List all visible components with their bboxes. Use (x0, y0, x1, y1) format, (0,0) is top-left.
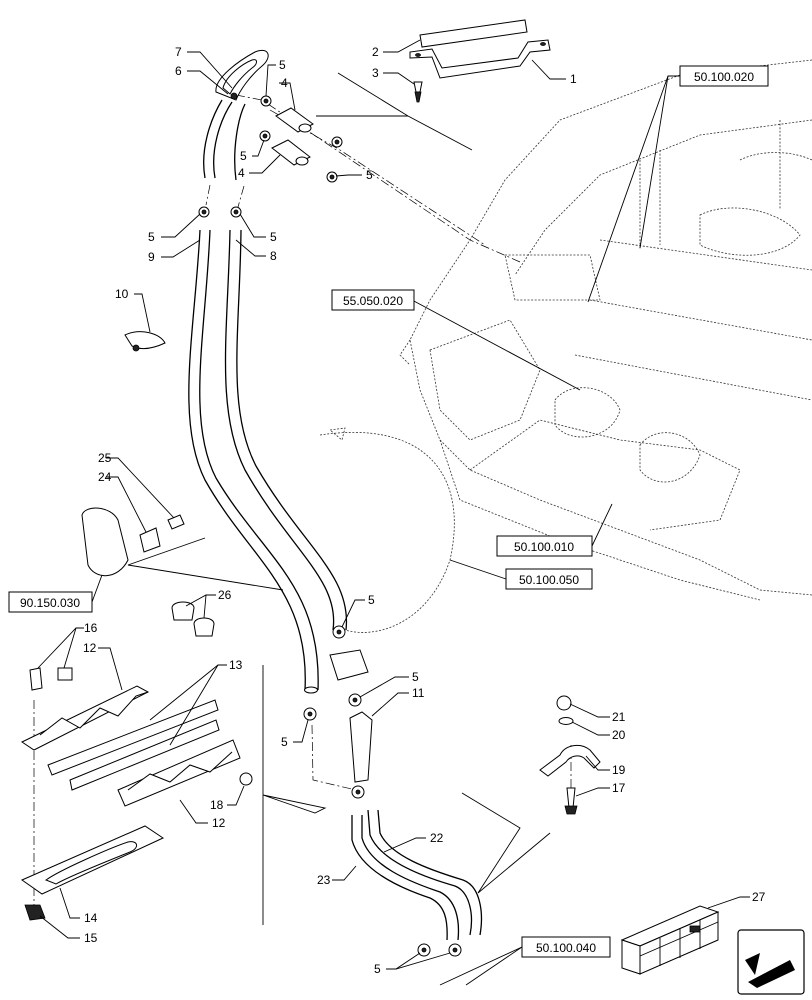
small-parts-left (81, 331, 185, 577)
long-hoses (188, 99, 348, 694)
next-page-arrow-icon[interactable] (737, 929, 805, 995)
clamp-icon (326, 171, 338, 183)
svg-text:50.100.010: 50.100.010 (514, 540, 574, 554)
strap-bracket-parts (539, 695, 601, 815)
callout-6: 6 (175, 64, 182, 78)
callout-5: 5 (412, 670, 419, 684)
svg-text:50.100.040: 50.100.040 (536, 941, 596, 955)
clamp-icon (348, 693, 362, 707)
callout-26: 26 (218, 588, 232, 602)
callout-21: 21 (612, 710, 626, 724)
callout-5: 5 (366, 168, 373, 182)
callout-22: 22 (430, 831, 444, 845)
reference-box-50100020[interactable]: 50.100.020 (679, 65, 769, 87)
clamp-icon (417, 943, 431, 957)
callout-5: 5 (279, 58, 286, 72)
callout-20: 20 (612, 728, 626, 742)
section-separators (127, 72, 551, 925)
reference-box-50100040[interactable]: 50.100.040 (521, 936, 611, 958)
callout-23: 23 (317, 873, 331, 887)
callout-9: 9 (148, 250, 155, 264)
leader-lines (37, 39, 750, 986)
callout-19: 19 (612, 763, 626, 777)
callout-4: 4 (238, 166, 245, 180)
assembly-centerlines (33, 94, 572, 910)
crate-icon (620, 905, 720, 975)
callout-5: 5 (270, 230, 277, 244)
svg-text:55.050.020: 55.050.020 (343, 294, 403, 308)
callout-24: 24 (98, 470, 112, 484)
callout-1: 1 (570, 72, 577, 86)
callout-17: 17 (612, 781, 626, 795)
callout-7: 7 (175, 45, 182, 59)
heat-shield-bracket (409, 19, 551, 103)
callout-2: 2 (372, 45, 379, 59)
reference-box-55050020[interactable]: 55.050.020 (331, 289, 415, 311)
clamp-icon (260, 95, 272, 107)
callout-15: 15 (84, 931, 98, 945)
hoses-22-23 (351, 809, 483, 941)
callout-12: 12 (212, 816, 226, 830)
callout-27: 27 (752, 890, 766, 904)
clamp-icon (351, 785, 365, 799)
hose-connector-loop (215, 50, 269, 101)
callout-18: 18 (210, 798, 224, 812)
svg-text:50.100.020: 50.100.020 (694, 70, 754, 84)
callout-4: 4 (281, 76, 288, 90)
fitting-and-hose-11 (329, 649, 373, 783)
reference-box-90150030[interactable]: 90.150.030 (8, 591, 93, 613)
reference-box-50100010[interactable]: 50.100.010 (496, 535, 593, 557)
callout-numbers: 1 2 3 4 4 5 5 5 5 5 5 5 5 5 6 7 8 9 10 1… (83, 45, 766, 976)
svg-text:90.150.030: 90.150.030 (20, 596, 80, 610)
callout-25: 25 (98, 451, 112, 465)
callout-5: 5 (240, 149, 247, 163)
callout-16: 16 (84, 621, 98, 635)
clamp-bracket-assembly (20, 601, 253, 921)
hose-clamps (198, 95, 462, 957)
callout-10: 10 (115, 287, 129, 301)
clamp-icon (448, 943, 462, 957)
reference-box-50100050[interactable]: 50.100.050 (505, 568, 593, 590)
callout-13: 13 (229, 658, 243, 672)
callout-3: 3 (372, 66, 379, 80)
clamp-icon (332, 625, 346, 639)
callout-12: 12 (83, 641, 97, 655)
callout-14: 14 (84, 911, 98, 925)
callout-5: 5 (368, 593, 375, 607)
clamp-icon (259, 130, 271, 142)
clamp-icon (198, 206, 210, 218)
clamp-icon (230, 206, 242, 218)
callout-5: 5 (374, 962, 381, 976)
clamp-icon (331, 136, 343, 148)
callout-11: 11 (412, 686, 425, 700)
short-hoses (271, 107, 314, 166)
clamp-icon (303, 707, 317, 721)
svg-text:50.100.050: 50.100.050 (519, 573, 579, 587)
callout-5: 5 (148, 230, 155, 244)
callout-5: 5 (281, 735, 288, 749)
callout-8: 8 (270, 249, 277, 263)
